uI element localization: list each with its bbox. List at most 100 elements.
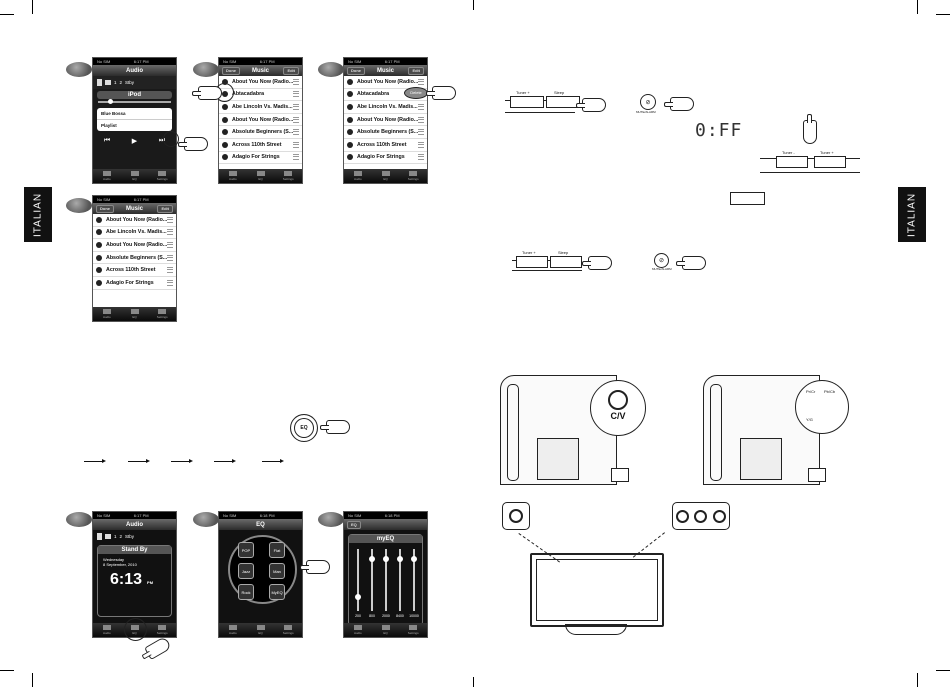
- reorder-grip-icon[interactable]: [418, 116, 424, 123]
- list-item[interactable]: Abe Lincoln Vs. Madis...: [93, 226, 176, 240]
- reorder-grip-icon[interactable]: [293, 78, 299, 85]
- tab-audio[interactable]: Audio: [344, 169, 372, 183]
- list-item[interactable]: About You Now (Radio...: [219, 76, 302, 89]
- previous-icon[interactable]: ⏮: [103, 137, 111, 144]
- delete-toggle-icon[interactable]: [222, 78, 228, 85]
- reorder-grip-icon[interactable]: [293, 154, 299, 161]
- tab-audio[interactable]: Audio: [219, 169, 247, 183]
- reorder-grip-icon[interactable]: [293, 129, 299, 136]
- tab-eq[interactable]: EQ: [121, 169, 149, 183]
- reorder-grip-icon[interactable]: [418, 129, 424, 136]
- eq-slider-track[interactable]: [413, 549, 415, 611]
- volume-slider[interactable]: [98, 99, 171, 104]
- tab-settings[interactable]: Settings: [148, 307, 176, 321]
- tuner-plus-key-2[interactable]: [814, 156, 846, 168]
- reorder-grip-icon[interactable]: [167, 216, 173, 223]
- aux1-source[interactable]: 1: [114, 80, 117, 85]
- delete-toggle-icon[interactable]: [347, 103, 353, 110]
- list-item[interactable]: About You Now (Radio...: [344, 76, 427, 89]
- reorder-grip-icon[interactable]: [293, 116, 299, 123]
- eq-slider-knob[interactable]: [411, 556, 417, 563]
- reorder-grip-icon[interactable]: [167, 241, 173, 248]
- aux1-source[interactable]: 1: [114, 534, 117, 539]
- tuner-plus-key[interactable]: [510, 96, 544, 108]
- reorder-grip-icon[interactable]: [293, 103, 299, 110]
- tab-settings[interactable]: Settings: [274, 169, 302, 183]
- mute-alarm-button[interactable]: ⊘: [640, 94, 656, 110]
- tab-audio[interactable]: Audio: [219, 623, 247, 637]
- reorder-grip-icon[interactable]: [418, 154, 424, 161]
- list-item[interactable]: Across 110th Street: [344, 138, 427, 152]
- tab-settings[interactable]: Settings: [399, 169, 427, 183]
- tuner-minus-key[interactable]: [776, 156, 808, 168]
- list-item[interactable]: Adagio For Strings: [219, 151, 302, 165]
- ipod-source-icon[interactable]: [97, 533, 102, 540]
- tab-audio[interactable]: Audio: [93, 169, 121, 183]
- tab-eq[interactable]: EQ: [121, 307, 149, 321]
- eq-slider-track[interactable]: [357, 549, 359, 611]
- tab-eq[interactable]: EQ: [247, 623, 275, 637]
- tab-settings[interactable]: Settings: [399, 623, 427, 637]
- playlist-row[interactable]: Playlist: [101, 123, 117, 128]
- delete-toggle-icon[interactable]: [222, 103, 228, 110]
- delete-toggle-icon[interactable]: [96, 279, 102, 286]
- reorder-grip-icon[interactable]: [167, 267, 173, 274]
- eq-slider-track[interactable]: [399, 549, 401, 611]
- eq-slider-knob[interactable]: [383, 556, 389, 563]
- delete-toggle-icon[interactable]: [222, 129, 228, 136]
- list-item[interactable]: Absolute Beginners (S...: [219, 126, 302, 139]
- eq-preset-button[interactable]: MyEQ: [269, 584, 285, 600]
- list-item[interactable]: Adagio For Strings: [93, 276, 176, 290]
- standby-source[interactable]: Stby: [125, 534, 135, 539]
- eq-preset-button[interactable]: Man: [269, 563, 285, 579]
- tab-audio[interactable]: Audio: [344, 623, 372, 637]
- aux2-source[interactable]: 2: [119, 80, 123, 85]
- eq-preset-button[interactable]: Flat: [269, 542, 285, 558]
- reorder-grip-icon[interactable]: [293, 141, 299, 148]
- eq-preset-button[interactable]: Jazz: [238, 563, 254, 579]
- reorder-grip-icon[interactable]: [167, 254, 173, 261]
- sleep-key-2[interactable]: [550, 256, 582, 268]
- done-button[interactable]: Done: [96, 205, 114, 213]
- delete-toggle-icon[interactable]: [96, 229, 102, 236]
- reorder-grip-icon[interactable]: [418, 141, 424, 148]
- delete-toggle-icon[interactable]: [347, 129, 353, 136]
- delete-toggle-icon[interactable]: [96, 254, 102, 261]
- mute-alarm-button-2[interactable]: ⊘: [654, 253, 669, 268]
- delete-toggle-icon[interactable]: [222, 116, 228, 123]
- delete-toggle-icon[interactable]: [96, 216, 102, 223]
- list-item[interactable]: About You Now (Radio...: [219, 113, 302, 127]
- list-item[interactable]: About You Now (Radio...: [344, 113, 427, 127]
- back-button[interactable]: EQ: [347, 521, 361, 529]
- play-icon[interactable]: ▶: [131, 138, 138, 145]
- delete-toggle-icon[interactable]: [347, 141, 353, 148]
- radio-source-icon[interactable]: [105, 80, 111, 85]
- eq-button[interactable]: EQ: [290, 414, 318, 442]
- eq-slider-track[interactable]: [371, 549, 373, 611]
- list-item[interactable]: Abe Lincoln Vs. Madis...: [344, 101, 427, 114]
- tab-settings[interactable]: Settings: [148, 169, 176, 183]
- tab-eq[interactable]: EQ: [247, 169, 275, 183]
- eq-slider-track[interactable]: [385, 549, 387, 611]
- reorder-grip-icon[interactable]: [167, 279, 173, 286]
- done-button[interactable]: Done: [347, 67, 365, 75]
- list-item[interactable]: Absolute Beginners (S...: [93, 251, 176, 265]
- standby-source[interactable]: Stby: [125, 80, 135, 85]
- eq-preset-button[interactable]: POP: [238, 542, 254, 558]
- list-item[interactable]: About You Now (Radio...: [93, 239, 176, 252]
- list-item[interactable]: Absolute Beginners (S...: [344, 126, 427, 139]
- done-button[interactable]: Done: [222, 67, 240, 75]
- delete-toggle-icon[interactable]: [347, 91, 353, 98]
- eq-slider-knob[interactable]: [369, 556, 375, 563]
- reorder-grip-icon[interactable]: [167, 229, 173, 236]
- tab-audio[interactable]: Audio: [93, 307, 121, 321]
- edit-button[interactable]: Edit: [283, 67, 299, 75]
- delete-toggle-icon[interactable]: [96, 267, 102, 274]
- tab-eq[interactable]: EQ: [372, 169, 400, 183]
- delete-button[interactable]: Delete: [404, 87, 428, 99]
- delete-toggle-icon[interactable]: [222, 154, 228, 161]
- reorder-grip-icon[interactable]: [418, 78, 424, 85]
- reorder-grip-icon[interactable]: [418, 103, 424, 110]
- radio-source-icon[interactable]: [105, 534, 111, 539]
- delete-toggle-icon[interactable]: [96, 241, 102, 248]
